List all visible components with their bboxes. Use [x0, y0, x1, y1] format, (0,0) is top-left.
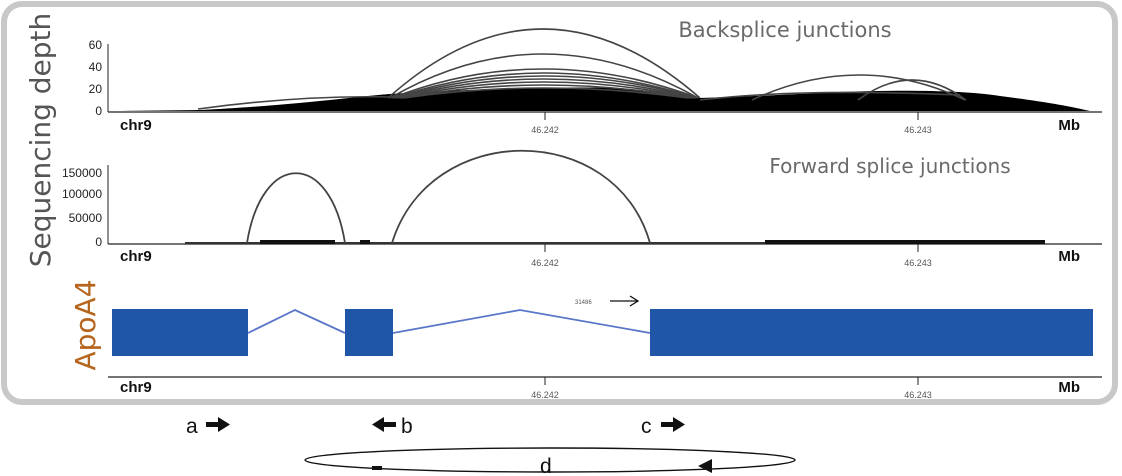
gene-unit: Mb [1058, 379, 1080, 396]
backsplice-arc [397, 78, 695, 99]
backsplice-arc [387, 28, 701, 99]
forward-pos1: 46.242 [531, 258, 559, 268]
backsplice-arc [391, 68, 699, 99]
backsplice-arc [399, 81, 693, 99]
circular-product-ellipse [304, 447, 796, 473]
forward-panel: Forward splice junctions 150000 100000 5… [62, 149, 1102, 268]
backsplice-tick-20: 20 [89, 82, 103, 96]
forward-coverage [360, 240, 370, 244]
forward-unit: Mb [1058, 248, 1080, 265]
gene-chrom: chr9 [120, 379, 152, 396]
backsplice-coverage [120, 87, 1090, 111]
backsplice-arc [197, 95, 391, 110]
backsplice-pos1: 46.242 [531, 125, 559, 135]
exon-1 [112, 309, 248, 356]
backsplice-arc [401, 84, 691, 99]
forward-tick-50000: 50000 [69, 211, 103, 225]
backsplice-panel: Backsplice junctions 60 40 20 0 chr9 Mb [89, 18, 1102, 135]
circular-primer-arrow-icon [698, 459, 712, 473]
forward-arc [391, 149, 651, 244]
intron-2 [392, 309, 651, 334]
forward-title: Forward splice junctions [769, 154, 1010, 178]
backsplice-chrom: chr9 [120, 117, 152, 134]
primer-d-label: d [540, 455, 552, 476]
primer-c-label: c [641, 415, 652, 438]
gene-panel: ApoA4 31486 chr9 Mb 46.242 46.243 [69, 279, 1102, 400]
backsplice-arc [699, 91, 961, 101]
exon-2 [345, 309, 393, 356]
backsplice-tick-40: 40 [89, 60, 103, 74]
backsplice-arc [403, 87, 689, 99]
backsplice-title: Backsplice junctions [678, 18, 891, 42]
primers: a b c d [186, 415, 796, 476]
backsplice-arc [393, 72, 697, 99]
primer-a-arrow-icon [206, 417, 230, 432]
circular-primer-mark [372, 466, 382, 470]
forward-coverage [765, 240, 1045, 244]
gene-pos1: 46.242 [531, 390, 559, 400]
gene-label: ApoA4 [69, 279, 102, 370]
backsplice-arc [395, 75, 697, 99]
backsplice-tick-0: 0 [95, 104, 102, 118]
primer-c-arrow-icon [661, 417, 685, 432]
exon-3 [650, 309, 1093, 356]
backsplice-arc [751, 74, 966, 101]
forward-coverage [185, 242, 1045, 244]
backsplice-arc [389, 53, 699, 99]
forward-arc [246, 172, 346, 244]
gene-pos2: 46.243 [904, 390, 932, 400]
forward-tick-150000: 150000 [62, 166, 102, 180]
intron-1 [247, 309, 346, 334]
transcript-label: 31486 [575, 300, 592, 306]
forward-arcs [246, 149, 651, 244]
transcript-direction-arrow-icon [610, 295, 640, 307]
forward-tick-0: 0 [95, 235, 102, 249]
primer-a-label: a [186, 415, 198, 438]
backsplice-tick-60: 60 [89, 38, 103, 52]
backsplice-pos2: 46.243 [904, 125, 932, 135]
backsplice-unit: Mb [1058, 117, 1080, 134]
forward-pos2: 46.243 [904, 258, 932, 268]
y-axis-label: Sequencing depth [24, 13, 57, 268]
backsplice-arcs [197, 28, 967, 110]
primer-b-label: b [401, 415, 413, 438]
forward-coverage [260, 240, 335, 244]
forward-chrom: chr9 [120, 248, 152, 265]
primer-b-arrow-icon [372, 417, 396, 432]
forward-tick-100000: 100000 [62, 187, 102, 201]
